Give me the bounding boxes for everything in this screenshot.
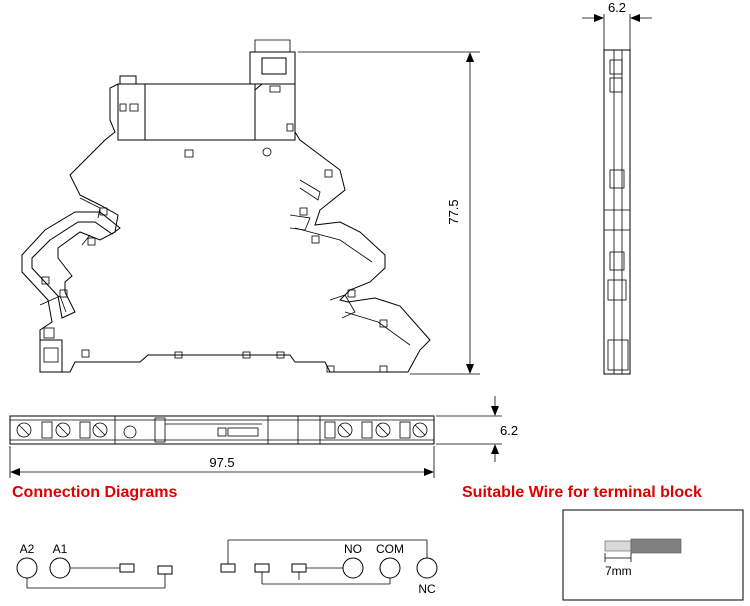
- depth-dimension: 6.2: [436, 396, 518, 462]
- terminal-a1: [49, 557, 71, 579]
- terminal-com: [379, 557, 401, 579]
- front-view: [21, 39, 431, 373]
- height-dimension-label: 77.5: [446, 199, 461, 224]
- suitable-wire-heading: Suitable Wire for terminal block: [462, 484, 702, 501]
- terminal-nc-label: NC: [418, 582, 436, 596]
- terminal-a2: [16, 557, 38, 579]
- terminal-nc: [416, 557, 438, 579]
- wire-strip-length: 7mm: [605, 564, 632, 578]
- connection-diagram: A2 A1 NO COM NC: [16, 539, 438, 596]
- wire-stripped-end: [604, 540, 632, 552]
- side-view: [603, 49, 631, 375]
- terminal-com-label: COM: [376, 542, 404, 556]
- connection-diagrams-heading: Connection Diagrams: [12, 484, 178, 501]
- terminal-a1-label: A1: [53, 542, 68, 556]
- width-dimension-top: 6.2: [582, 0, 652, 50]
- terminal-a2-label: A2: [20, 542, 35, 556]
- width-dimension-label: 6.2: [608, 0, 626, 15]
- height-dimension: 77.5: [298, 51, 480, 375]
- terminal-no-label: NO: [344, 542, 362, 556]
- depth-dimension-label: 6.2: [500, 423, 518, 438]
- length-dimension: 97.5: [9, 446, 435, 478]
- wire-illustration: 7mm: [562, 509, 744, 601]
- terminal-no: [342, 557, 364, 579]
- bottom-view: [9, 415, 435, 445]
- length-dimension-label: 97.5: [209, 455, 234, 470]
- wire-insulation: [630, 538, 682, 554]
